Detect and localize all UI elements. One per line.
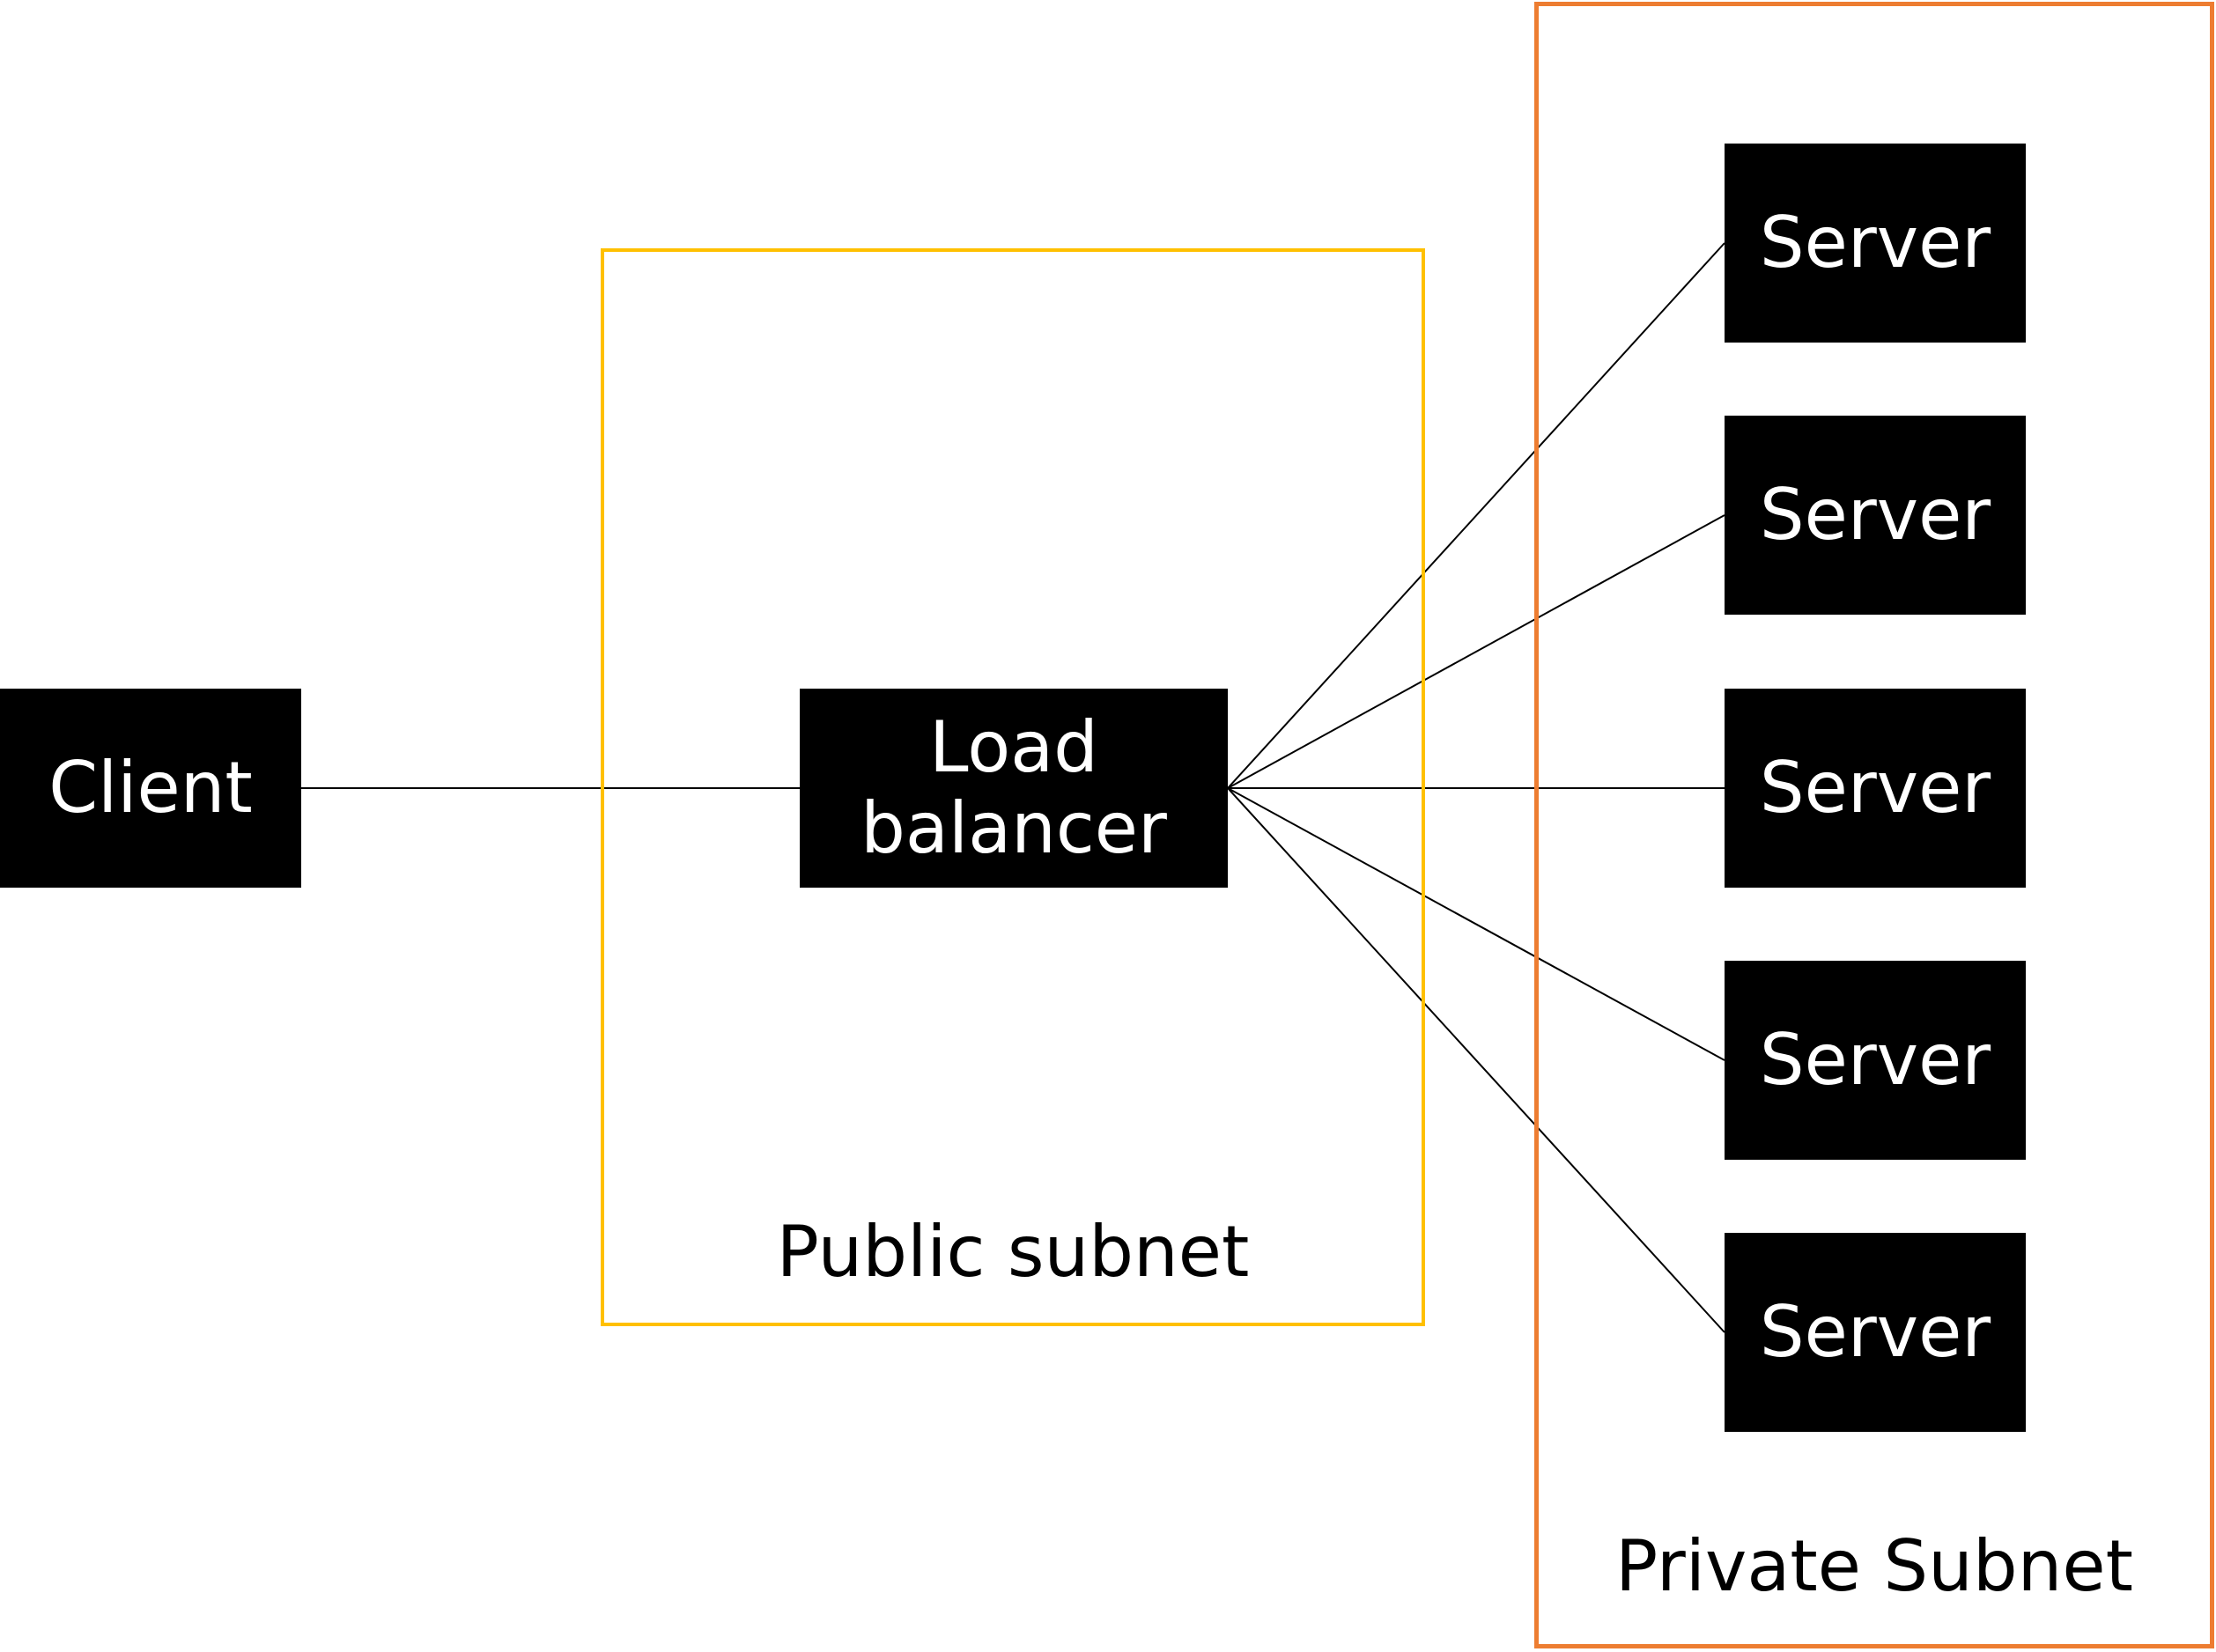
connector-load-balancer-to-server-5 [1227, 787, 1725, 1333]
public-subnet-region: Public subnet [601, 248, 1425, 1326]
load-balancer-label-line-1: Load [929, 706, 1098, 788]
client-node: Client [0, 689, 301, 888]
load-balancer-node: Load balancer [800, 689, 1228, 888]
server-node-2: Server [1725, 416, 2026, 615]
private-subnet-label: Private Subnet [1615, 1525, 2133, 1607]
load-balancer-label-line-2: balancer [861, 787, 1167, 869]
private-subnet-region: Private Subnet [1534, 2, 2214, 1648]
server-label: Server [1759, 1291, 1991, 1373]
server-label: Server [1759, 747, 1991, 829]
server-label: Server [1759, 474, 1991, 556]
client-label: Client [48, 747, 253, 829]
connector-load-balancer-to-server-4 [1227, 787, 1725, 1061]
connector-load-balancer-to-server-1 [1227, 242, 1725, 789]
server-node-1: Server [1725, 144, 2026, 343]
connector-load-balancer-to-server-2 [1227, 514, 1725, 789]
load-balancer-label: Load balancer [861, 707, 1167, 869]
server-node-4: Server [1725, 961, 2026, 1160]
server-node-3: Server [1725, 689, 2026, 888]
server-node-5: Server [1725, 1233, 2026, 1432]
server-label: Server [1759, 1019, 1991, 1101]
server-label: Server [1759, 202, 1991, 284]
public-subnet-label: Public subnet [776, 1211, 1250, 1293]
